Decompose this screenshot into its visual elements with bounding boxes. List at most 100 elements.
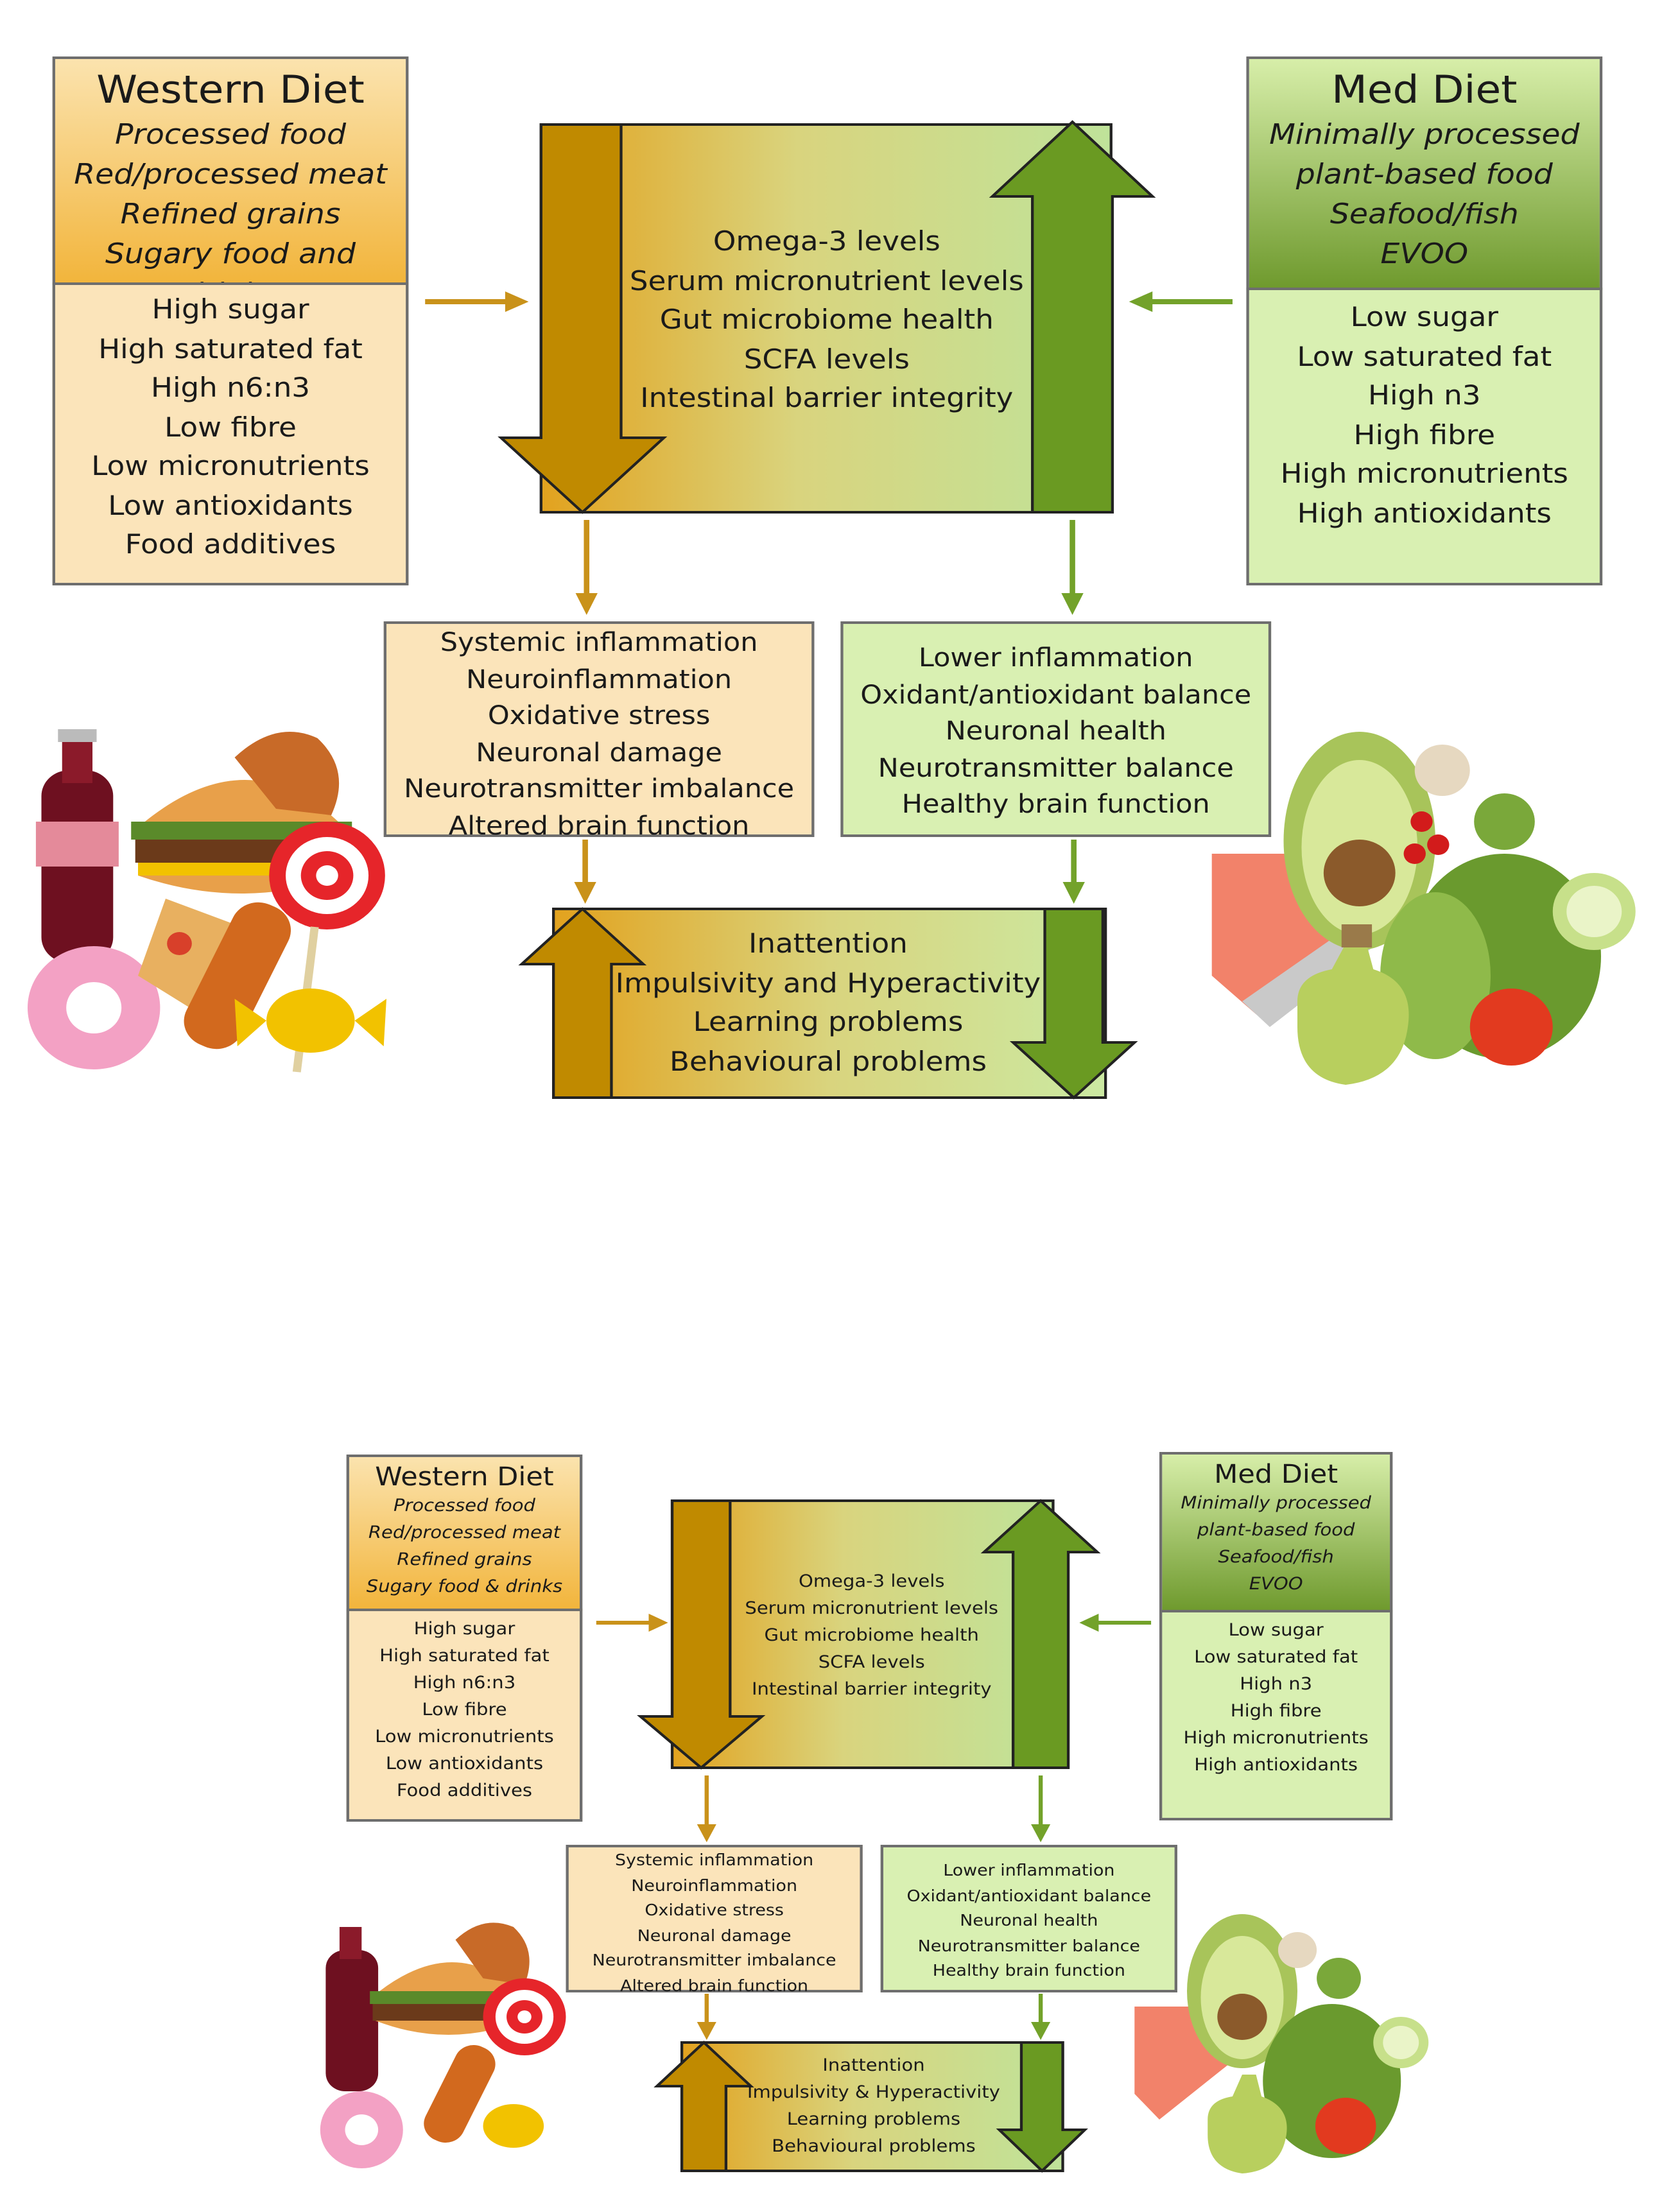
med-effect-item: Oxidant/antioxidant balance [906, 1885, 1152, 1904]
western-nutrient-item: High saturated fat [98, 333, 363, 364]
western-food-1: Processed food [115, 119, 347, 151]
candy-icon [483, 2104, 544, 2148]
down-arrow-med-outcome-icon [1009, 908, 1138, 1100]
western-nutrient-list: High sugar High saturated fat High n6:n3… [52, 282, 409, 585]
outcome-item: Impulsivity & Hyperactivity [747, 2082, 1000, 2103]
med-nutrient-list: Low sugar Low saturated fat High n3 High… [1246, 288, 1603, 585]
med-effect-item: Neurotransmitter balance [878, 752, 1234, 782]
junk-food-illustration-compact [320, 1922, 566, 2168]
olive-oil-bottle-icon [1297, 944, 1409, 1085]
western-effect-item: Neuronal damage [476, 736, 722, 767]
arrows-layer-compact [320, 1499, 1429, 2173]
center-factor-item: SCFA levels [743, 343, 910, 374]
med-food-4: EVOO [1380, 239, 1469, 271]
med-nutrient-item: High fibre [1353, 419, 1496, 450]
outcome-block-compact [680, 2041, 1064, 2172]
tomato-icon [1315, 2098, 1376, 2154]
med-nutrient-item: High micronutrients [1183, 1728, 1369, 1749]
western-food-1: Processed food [393, 1496, 535, 1516]
center-factor-item: SCFA levels [818, 1652, 925, 1673]
med-diet-header: Med Diet Minimally processed plant-based… [1246, 56, 1603, 290]
western-food-2: Red/processed meat [74, 159, 387, 191]
med-effect-item: Healthy brain function [932, 1960, 1125, 1980]
sausage-icon [424, 2045, 496, 2143]
olive-oil-bottle-icon [1208, 2075, 1287, 2173]
western-nutrient-item: High sugar [413, 1619, 515, 1639]
western-effects-box: Systemic inflammation Neuroinflammation … [383, 621, 815, 840]
outcome-item: Learning problems [693, 1006, 964, 1037]
mushroom-icon [1277, 1932, 1317, 1968]
down-arrow-med-outcome-compact-icon [996, 2041, 1088, 2173]
up-arrow-med-icon [989, 120, 1156, 514]
med-food-2: plant-based food [1295, 159, 1553, 191]
med-nutrient-item: High fibre [1230, 1701, 1322, 1722]
western-effect-item: Systemic inflammation [614, 1850, 814, 1869]
med-nutrient-item: High antioxidants [1297, 497, 1552, 528]
med-effect-item: Neuronal health [960, 1910, 1098, 1930]
med-nutrient-item: High n3 [1368, 380, 1481, 411]
western-effect-item: Oxidative stress [645, 1900, 784, 1919]
center-factor-item: Gut microbiome health [764, 1625, 979, 1646]
diagram-panel-compact: Western Diet Processed food Red/processe… [0, 1092, 1680, 2185]
western-effect-item: Altered brain function [448, 809, 750, 840]
center-factor-list-compact: Omega-3 levels Serum micronutrient level… [730, 1569, 1013, 1704]
tomato-icon [1469, 989, 1553, 1066]
outcome-item: Learning problems [786, 2109, 961, 2130]
western-diet-title: Western Diet [375, 1461, 554, 1492]
med-diet-header-compact: Med Diet Minimally processed plant-based… [1159, 1452, 1393, 1612]
center-factor-item: Gut microbiome health [659, 304, 994, 335]
med-food-1: Minimally processed [1181, 1493, 1371, 1514]
western-nutrient-item: Low antioxidants [108, 490, 353, 521]
up-arrow-med-compact-icon [980, 1499, 1101, 1769]
med-nutrient-item: Low saturated fat [1297, 341, 1552, 372]
outcome-item: Impulsivity and Hyperactivity [615, 967, 1041, 998]
down-arrow-western-compact-icon [637, 1499, 766, 1770]
western-diet-title: Western Diet [96, 68, 365, 113]
mushroom-icon [1414, 745, 1470, 796]
med-effect-item: Neuronal health [945, 715, 1166, 746]
outcome-list: Inattention Impulsivity and Hyperactivit… [611, 924, 1044, 1081]
western-connectors-compact [596, 1614, 716, 2040]
western-food-3: Refined grains [120, 199, 341, 231]
candy-icon [266, 989, 355, 1053]
western-nutrient-item: High saturated fat [379, 1646, 550, 1666]
western-nutrient-item: Low fibre [422, 1700, 507, 1720]
med-nutrient-item: Low sugar [1228, 1620, 1324, 1641]
center-factor-item: Omega-3 levels [798, 1571, 945, 1592]
western-nutrient-item: Low micronutrients [91, 451, 370, 481]
med-nutrient-item: High n3 [1240, 1674, 1313, 1695]
healthy-food-illustration [1211, 732, 1636, 1085]
western-effect-item: Neurotransmitter imbalance [592, 1950, 836, 1969]
western-diet-header-compact: Western Diet Processed food Red/processe… [346, 1455, 583, 1611]
outcome-item: Inattention [822, 2055, 925, 2076]
med-diet-title: Med Diet [1214, 1458, 1338, 1489]
healthy-food-illustration-compact [1134, 1914, 1429, 2173]
outcome-item: Behavioural problems [669, 1046, 987, 1076]
chicken-leg-icon [455, 1922, 530, 1985]
med-diet-title: Med Diet [1331, 68, 1518, 113]
outcome-item: Behavioural problems [772, 2136, 976, 2157]
western-effect-item: Altered brain function [620, 1975, 809, 1994]
western-nutrient-item: High sugar [152, 294, 309, 325]
western-nutrient-list-compact: High sugar High saturated fat High n6:n3… [346, 1609, 583, 1822]
down-arrow-western-icon [498, 123, 668, 514]
western-nutrient-item: Low antioxidants [385, 1754, 544, 1774]
center-factor-item: Omega-3 levels [713, 226, 940, 257]
western-food-4: Sugary food & drinks [366, 1576, 563, 1597]
western-effect-item: Neuronal damage [637, 1925, 792, 1944]
western-effect-item: Systemic inflammation [440, 626, 758, 657]
med-effect-item: Healthy brain function [901, 788, 1210, 819]
sausage-icon [184, 902, 291, 1049]
med-connectors-compact [1031, 1614, 1152, 2040]
med-effect-item: Lower inflammation [918, 642, 1193, 673]
center-factor-item: Intestinal barrier integrity [751, 1679, 992, 1700]
center-factor-item: Serum micronutrient levels [629, 265, 1024, 296]
western-nutrient-item: Food additives [125, 529, 336, 560]
med-nutrient-item: High antioxidants [1194, 1755, 1358, 1775]
diagram-panel-large: Western Diet Processed food Red/processe… [0, 0, 1680, 1100]
chicken-leg-icon [234, 732, 340, 815]
junk-food-illustration [28, 729, 386, 1073]
western-diet-header: Western Diet Processed food Red/processe… [52, 56, 409, 311]
med-nutrient-item: High micronutrients [1280, 458, 1568, 489]
med-effects-box-compact: Lower inflammation Oxidant/antioxidant b… [880, 1845, 1177, 1992]
